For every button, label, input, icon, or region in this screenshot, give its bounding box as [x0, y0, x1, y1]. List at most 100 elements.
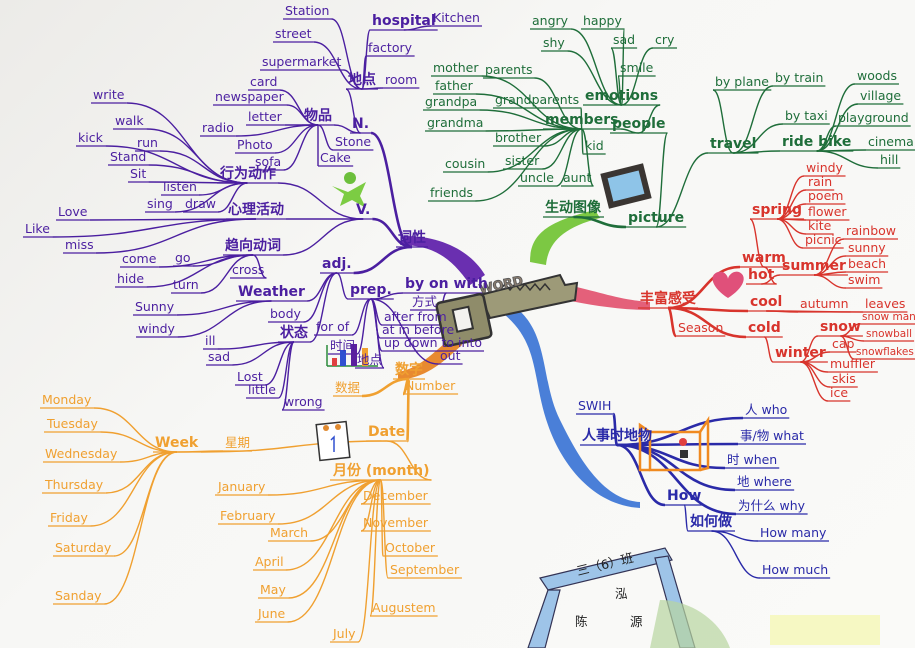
- parts-of-speech-node: turn: [173, 277, 199, 292]
- picture-node: emotions: [585, 88, 658, 104]
- season-branch-line: [776, 218, 804, 249]
- parts-of-speech-branch-line: [283, 124, 319, 171]
- parts-of-speech-node: run: [137, 135, 158, 150]
- number-node: Wednesday: [45, 446, 118, 461]
- parts-of-speech-node: Sit: [130, 166, 146, 181]
- heart-icon: [712, 271, 744, 298]
- picture-branch-line: [573, 215, 627, 229]
- season-branch-line: [666, 306, 678, 338]
- picture-node: shy: [543, 35, 565, 50]
- number-node: December: [363, 488, 429, 503]
- number-node: September: [390, 562, 460, 577]
- picture-node: kid: [585, 138, 604, 153]
- picture-branch-line: [479, 109, 582, 130]
- parts-of-speech-branch-line: [217, 182, 248, 213]
- picture-node: by plane: [715, 74, 769, 89]
- parts-of-speech-node: Lost: [237, 369, 263, 384]
- parts-of-speech-node: Weather: [238, 284, 305, 300]
- season-node: snowflakes: [856, 346, 914, 358]
- season-node: 丰富感受: [640, 290, 696, 307]
- parts-of-speech-branch-line: [313, 41, 363, 90]
- number-branch-line: [104, 451, 178, 605]
- parts-of-speech-node: 地点: [357, 352, 382, 367]
- wh-questions-node: 如何做: [690, 513, 733, 530]
- wh-questions-node: How many: [760, 525, 827, 540]
- season-node: winter: [775, 345, 826, 361]
- season-node: leaves: [865, 296, 905, 311]
- season-branch-line: [749, 218, 765, 268]
- parts-of-speech-node: miss: [65, 237, 94, 252]
- parts-of-speech-node: Love: [58, 204, 88, 219]
- calendar-glyph: [330, 435, 335, 452]
- picture-node: 生动图像: [545, 199, 602, 216]
- parts-of-speech-branch-line: [361, 55, 367, 90]
- calendar-icon: [315, 420, 351, 462]
- number-node: 星期: [225, 435, 250, 450]
- parts-of-speech-branch-line: [370, 131, 413, 249]
- picture-branch-line: [617, 75, 623, 106]
- parts-of-speech-branch-line: [252, 254, 267, 279]
- name-char-1: 泓: [615, 586, 628, 601]
- parts-of-speech-branch-line: [95, 218, 257, 254]
- parts-of-speech-node: little: [248, 382, 276, 397]
- number-branch-line: [380, 479, 384, 557]
- parts-of-speech-branch-line: [353, 245, 413, 275]
- parts-of-speech-branch-line: [356, 298, 372, 355]
- picture-node: ride bike: [782, 134, 851, 150]
- parts-of-speech-node: card: [250, 74, 277, 89]
- parts-of-speech-node: wrong: [284, 394, 323, 409]
- season-branch-line: [800, 361, 829, 402]
- wh-questions-branch-line: [616, 443, 737, 516]
- bar-chart-icon: [326, 344, 378, 367]
- parts-of-speech-node: out: [440, 348, 461, 363]
- picture-node: members: [545, 112, 618, 128]
- person-icon: [332, 172, 366, 208]
- season-node: summer: [782, 258, 846, 274]
- picture-node: mother: [433, 60, 479, 75]
- parts-of-speech-node: hide: [117, 271, 144, 286]
- picture-branch-line: [655, 132, 669, 228]
- parts-of-speech-branch-line: [146, 254, 254, 288]
- picture-node: father: [435, 78, 474, 93]
- parts-of-speech-node: 状态: [280, 324, 308, 341]
- season-node: sunny: [848, 240, 886, 255]
- key-teeth: [499, 282, 551, 292]
- parts-of-speech-node: ill: [205, 333, 215, 348]
- parts-of-speech-branch-line: [264, 341, 295, 386]
- parts-of-speech-node: 行为动作: [219, 165, 276, 182]
- number-branch-line: [386, 440, 432, 481]
- picture-node: friends: [430, 185, 473, 200]
- picture-node: by train: [775, 70, 823, 85]
- picture-branch-line: [620, 128, 639, 134]
- number-branch-line: [176, 450, 224, 453]
- wh-questions-node: SWIH: [578, 398, 611, 413]
- parts-of-speech-branch-line: [282, 218, 364, 256]
- number-branch-line: [93, 407, 177, 453]
- number-node: July: [332, 626, 356, 641]
- number-node: January: [217, 479, 266, 494]
- parts-of-speech-branch-line: [232, 341, 295, 366]
- parts-of-speech-node: cross: [232, 262, 264, 277]
- parts-of-speech-node: Station: [285, 3, 329, 18]
- number-branch-line: [369, 479, 382, 617]
- parts-of-speech-node: 物品: [304, 107, 332, 124]
- wh-questions-node: 人 who: [745, 402, 787, 417]
- parts-of-speech-node: sad: [208, 349, 230, 364]
- wh-questions-node: How much: [762, 562, 828, 577]
- picture-node: village: [860, 88, 901, 103]
- parts-of-speech-branch-line: [200, 254, 254, 294]
- number-node: March: [270, 525, 308, 540]
- key-blade: [478, 273, 579, 320]
- parts-of-speech-node: 词性: [398, 229, 426, 246]
- picture-node: brother: [495, 130, 542, 145]
- season-node: cold: [748, 320, 781, 336]
- parts-of-speech-node: newspaper: [215, 89, 285, 104]
- picture-node: parents: [485, 62, 533, 77]
- picture-node: by taxi: [785, 108, 828, 123]
- number-node: 数字: [395, 361, 423, 378]
- season-node: snowball: [866, 328, 912, 340]
- season-node: windy: [806, 160, 844, 175]
- trunk-green: [530, 210, 600, 265]
- picture-node: grandparents: [495, 92, 579, 107]
